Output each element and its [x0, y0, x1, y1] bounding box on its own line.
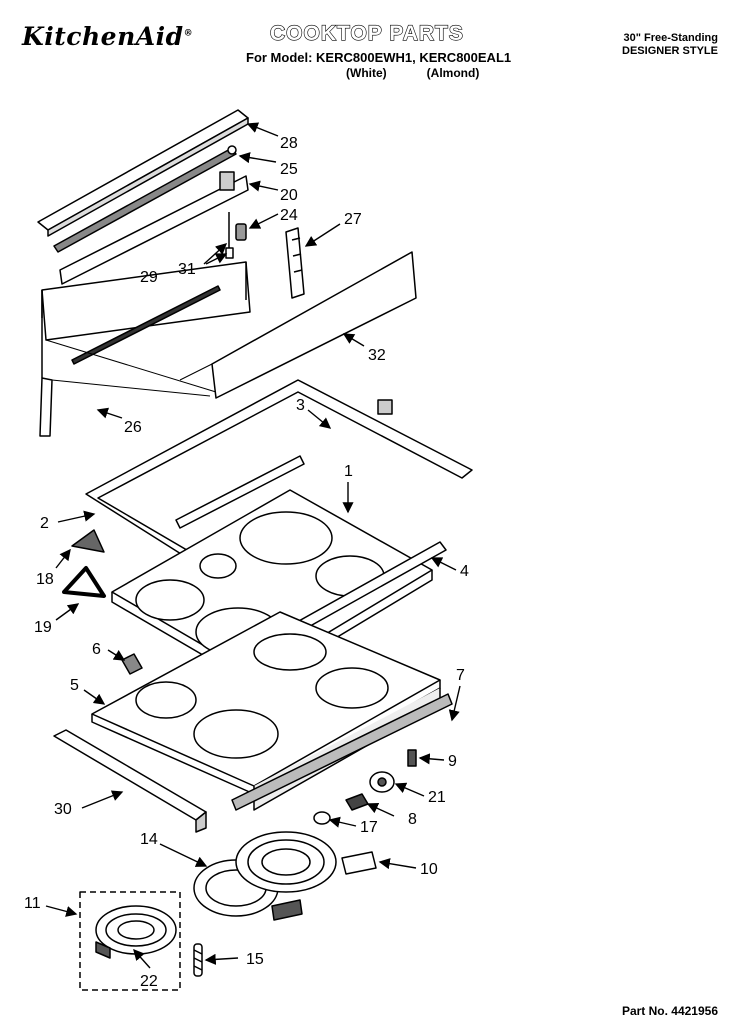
- model-line: For Model: KERC800EWH1, KERC800EAL1: [246, 50, 512, 65]
- callout-28: 28: [280, 135, 298, 152]
- part-28-trim-strip: [37, 109, 249, 237]
- callout-numbers: 28 25 20 24 27 29 31 32 26 3 1 2 4 18 19…: [24, 135, 469, 990]
- callout-leaders: [45, 122, 461, 969]
- desc-line-style: DESIGNER STYLE: [622, 45, 718, 57]
- part-2-side-trim: [175, 455, 305, 529]
- callout-22: 22: [140, 973, 158, 990]
- part-26-back-panel: [39, 261, 251, 437]
- part-11-radiant-element: [79, 891, 181, 991]
- variant-almond: (Almond): [426, 66, 480, 80]
- part-6-clip: [121, 653, 143, 675]
- variant-white: (White): [346, 66, 387, 80]
- part-number: Part No. 4421956: [621, 1004, 718, 1018]
- brand-registered-mark: ®: [183, 28, 194, 39]
- callout-4: 4: [460, 563, 469, 580]
- desc-line-size: 30" Free-Standing: [623, 32, 718, 44]
- brand-logo: KitchenAid®: [22, 22, 193, 51]
- callout-27: 27: [344, 211, 362, 228]
- part-32-control-panel: [179, 251, 417, 399]
- part-9-screw: [407, 749, 417, 767]
- part-18-corner-clip: [71, 529, 105, 553]
- part-27-bracket: [285, 227, 305, 299]
- callout-9: 9: [448, 753, 457, 770]
- part-10-connector: [341, 851, 377, 875]
- callout-26: 26: [124, 419, 142, 436]
- callout-7: 7: [456, 667, 465, 684]
- part-8-switch: [345, 793, 369, 811]
- part-20-rail: [59, 171, 249, 285]
- part-21-switch-plate: [369, 771, 395, 793]
- part-24-clip: [235, 223, 247, 241]
- callout-24: 24: [280, 207, 298, 224]
- callout-10: 10: [420, 861, 438, 878]
- callout-15: 15: [246, 951, 264, 968]
- callout-14: 14: [140, 831, 158, 848]
- callout-20: 20: [280, 187, 298, 204]
- callout-11: 11: [24, 895, 41, 912]
- callout-31: 31: [178, 261, 196, 278]
- part-7-side-rail: [231, 693, 453, 811]
- callout-3: 3: [296, 397, 305, 414]
- part-5-burner-box: [91, 611, 441, 811]
- part-30-front-strip: [53, 729, 207, 833]
- part-15-spring: [193, 943, 203, 977]
- callout-25: 25: [280, 161, 298, 178]
- part-14-burner-elements: [193, 831, 337, 921]
- color-variants: (White) (Almond): [346, 66, 479, 80]
- part-31-spring: [225, 212, 234, 259]
- callout-29: 29: [140, 269, 158, 286]
- product-description: 30" Free-Standing DESIGNER STYLE: [622, 32, 718, 58]
- callout-5: 5: [70, 677, 79, 694]
- part-19-corner-gasket: [62, 566, 106, 598]
- callout-8: 8: [408, 811, 417, 828]
- page-title: COOKTOP PARTS: [269, 21, 464, 45]
- callout-17: 17: [360, 819, 378, 836]
- callout-1: 1: [344, 463, 353, 480]
- callout-30: 30: [54, 801, 72, 818]
- callout-21: 21: [428, 789, 446, 806]
- brand-name: KitchenAid: [22, 22, 184, 51]
- part-17-knob: [313, 811, 331, 825]
- callout-19: 19: [34, 619, 52, 636]
- callout-32: 32: [368, 347, 386, 364]
- callout-18: 18: [36, 571, 54, 588]
- part-25-rod: [53, 145, 237, 253]
- callout-2: 2: [40, 515, 49, 532]
- callout-6: 6: [92, 641, 101, 658]
